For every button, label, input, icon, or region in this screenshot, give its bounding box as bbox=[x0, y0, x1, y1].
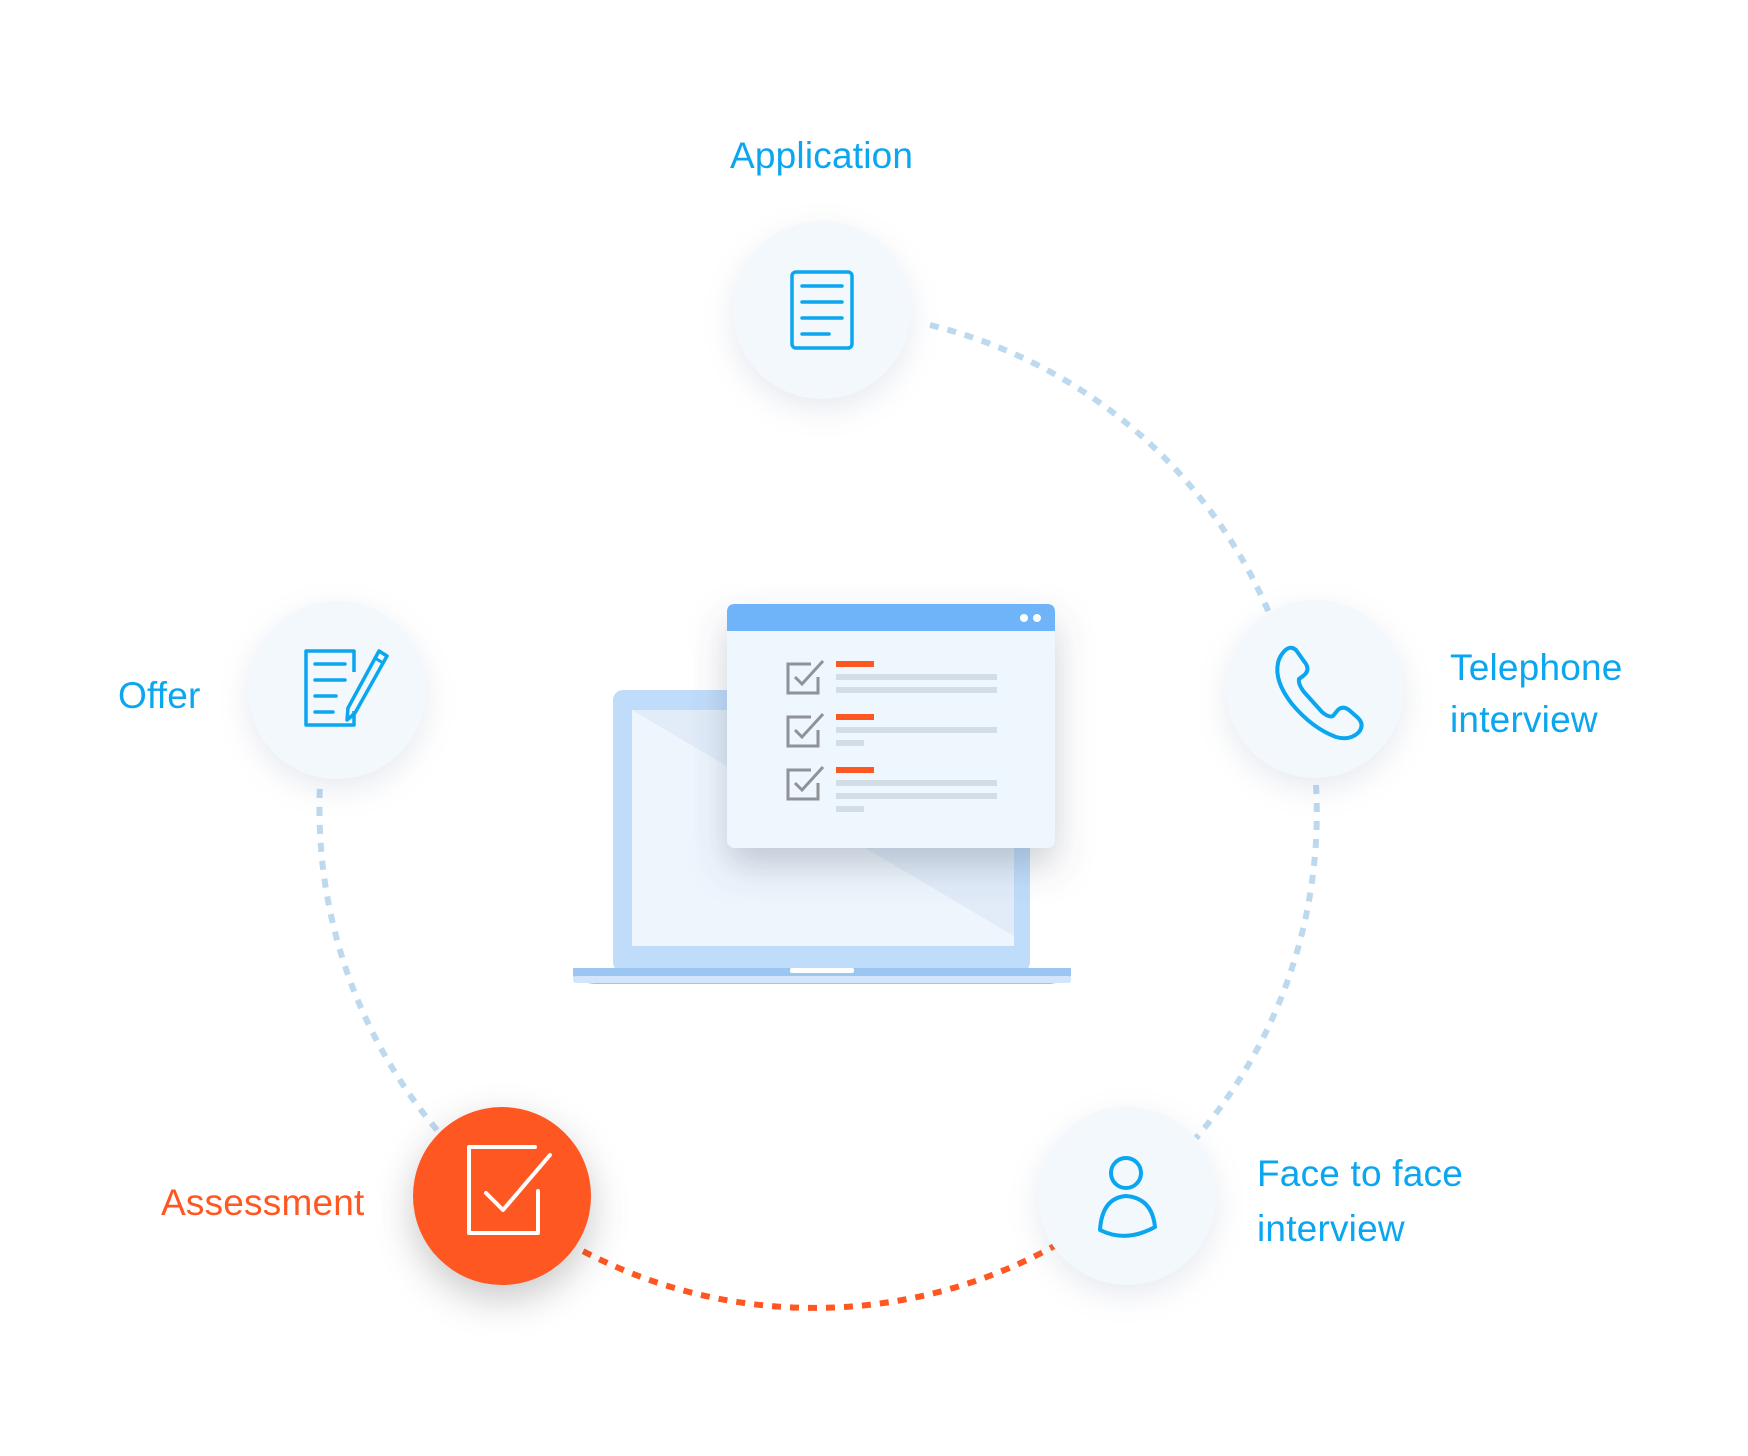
step-label-application: Application bbox=[730, 135, 914, 176]
step-node-application[interactable] bbox=[733, 221, 911, 399]
contract-pen-icon bbox=[304, 649, 389, 727]
step-label-face-to-face: Face to face interview bbox=[1257, 1146, 1463, 1256]
checkmark-icon bbox=[793, 659, 825, 687]
step-label-assessment: Assessment bbox=[161, 1182, 365, 1223]
step-label-telephone-line2: interview bbox=[1450, 699, 1598, 740]
checkbox-icon bbox=[786, 768, 820, 801]
step-label-face-line2: interview bbox=[1257, 1208, 1405, 1249]
connector-assessment-offer bbox=[316, 784, 440, 1132]
step-node-face-to-face[interactable] bbox=[1038, 1107, 1216, 1285]
checklist-text-line bbox=[836, 674, 997, 680]
checklist-row bbox=[786, 659, 997, 695]
window-dot-icon bbox=[1033, 614, 1041, 622]
step-label-telephone-line1: Telephone bbox=[1450, 647, 1623, 688]
step-node-assessment[interactable] bbox=[413, 1107, 591, 1285]
checkbox-icon bbox=[786, 715, 820, 748]
checklist-text-line bbox=[836, 780, 997, 786]
checkbox-icon bbox=[786, 662, 820, 695]
checklist-text-line bbox=[836, 793, 997, 799]
checklist-text-line bbox=[836, 727, 997, 733]
step-node-telephone[interactable] bbox=[1226, 600, 1404, 778]
window-titlebar bbox=[727, 604, 1055, 631]
checklist bbox=[786, 659, 997, 812]
step-label-telephone: Telephone interview bbox=[1450, 642, 1623, 746]
checklist-row bbox=[786, 712, 997, 748]
checkmark-icon bbox=[793, 712, 825, 740]
step-label-face-line1: Face to face bbox=[1257, 1153, 1464, 1194]
checklist-text-line bbox=[836, 687, 997, 693]
document-icon bbox=[790, 270, 854, 350]
checklist-window bbox=[727, 604, 1055, 848]
checklist-title-bar bbox=[836, 714, 874, 720]
checklist-title-bar bbox=[836, 661, 874, 667]
connector-application-telephone bbox=[929, 322, 1275, 622]
checkbox-icon bbox=[467, 1145, 552, 1235]
checkmark-icon bbox=[793, 765, 825, 793]
step-node-offer[interactable] bbox=[248, 601, 426, 779]
connector-telephone-face bbox=[1193, 784, 1320, 1140]
checklist-row bbox=[786, 765, 997, 812]
checklist-text-line bbox=[836, 806, 864, 812]
person-icon bbox=[1098, 1156, 1157, 1238]
checklist-title-bar bbox=[836, 767, 874, 773]
checklist-window-content bbox=[727, 604, 1055, 812]
step-label-offer: Offer bbox=[118, 675, 201, 716]
phone-icon bbox=[1275, 645, 1364, 741]
window-dot-icon bbox=[1020, 614, 1028, 622]
checklist-text-line bbox=[836, 740, 864, 746]
